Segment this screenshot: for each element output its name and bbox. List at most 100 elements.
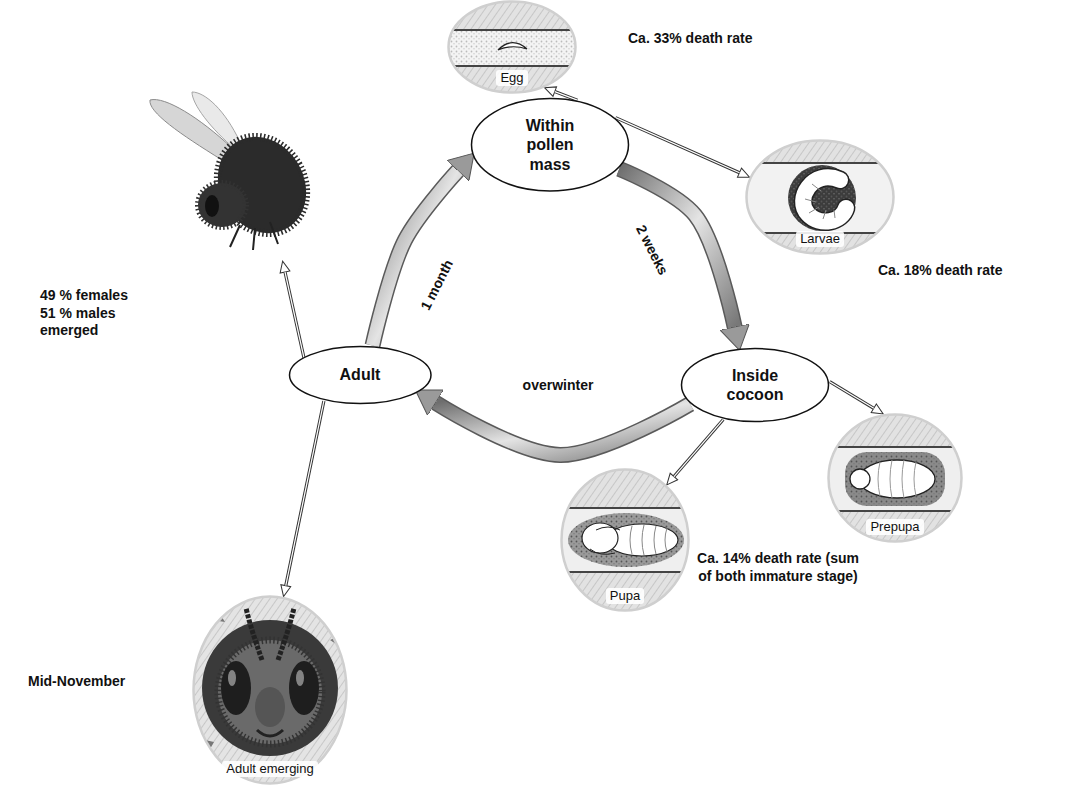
leader-arrow (285, 272, 304, 358)
prepupa-sketch-part (825, 446, 965, 448)
flying-bee-sketch-part (230, 222, 278, 250)
cycle-arrow-outline (373, 171, 458, 346)
duration-label: overwinter (523, 377, 594, 394)
emerging-bee-sketch-part (289, 661, 319, 715)
annotation-note: 49 % females 51 % males emerged (40, 287, 140, 340)
stage-arrow (616, 118, 740, 173)
pupa-sketch-part (558, 466, 693, 616)
flying-bee-sketch-part (198, 183, 246, 227)
larva-sketch-part (788, 165, 856, 231)
stage-arrow-inner (674, 419, 723, 476)
stage-arrow-inner (616, 118, 740, 173)
egg-sketch (440, 0, 590, 100)
vignette-outline (747, 141, 894, 254)
annotation-note: Ca. 18% death rate (878, 262, 1003, 280)
flying-bee-sketch-part (205, 195, 219, 217)
prepupa-sketch (825, 410, 965, 550)
prepupa-sketch-part (825, 410, 965, 550)
cycle-arrow (436, 403, 690, 455)
ellipse-outline (289, 347, 431, 404)
egg-sketch-part (440, 30, 590, 66)
stage-ellipse: Adult (288, 345, 433, 405)
prepupa-sketch-part (845, 452, 945, 506)
pupa-sketch-part (596, 527, 620, 530)
larva-sketch-part (805, 199, 816, 202)
larva-sketch-part (740, 135, 905, 260)
pupa-sketch-part (568, 513, 684, 567)
prepupa-sketch-part (850, 469, 870, 489)
pupa-sketch (558, 466, 693, 616)
emerging-bee-sketch-part (218, 640, 322, 744)
stage-arrow (286, 401, 324, 586)
larva-sketch-part (803, 177, 846, 221)
annotation-note: Mid-November (28, 673, 125, 691)
prepupa-sketch-part (902, 460, 904, 498)
vignette-outline (829, 415, 962, 542)
stage-vignette: Egg (447, 0, 577, 94)
stage-arrow (830, 382, 874, 409)
emerging-bee-sketch-part (296, 670, 304, 686)
emerging-bee-sketch-part (190, 592, 350, 788)
larva-sketch-part (834, 210, 835, 218)
stage-arrow-inner (830, 382, 874, 409)
vignette-outline (192, 595, 348, 785)
pupa-sketch-part (568, 513, 684, 567)
larva-sketch-part (812, 184, 821, 191)
stage-caption: Prepupa (866, 519, 923, 535)
stage-caption: Larvae (796, 231, 844, 247)
stage-caption: Egg (496, 70, 527, 86)
larva-sketch-part (803, 177, 846, 221)
pupa-sketch-part (558, 466, 693, 616)
emerging-bee-sketch-part (190, 592, 350, 788)
emerging-bee-sketch-part (246, 608, 262, 660)
pupa-sketch-part (630, 526, 632, 554)
larva-sketch-part (740, 163, 905, 233)
pupa-sketch-part (558, 508, 693, 572)
emerging-bee-sketch-part (205, 614, 339, 749)
pupa-sketch-part (654, 526, 656, 554)
cycle-arrow (373, 171, 458, 346)
vignette-outline (194, 597, 347, 784)
pupa-sketch-part (642, 525, 644, 555)
prepupa-sketch-part (825, 447, 965, 511)
cycle-arrow-outline (619, 169, 734, 327)
larva-sketch-part (788, 165, 856, 231)
flying-bee-sketch (150, 92, 323, 250)
larva-sketch-part (809, 207, 819, 213)
pupa-sketch-part (558, 507, 693, 509)
stage-vignette: Prepupa (827, 413, 963, 543)
prepupa-sketch-part (845, 452, 945, 506)
prepupa-sketch-part (825, 410, 965, 550)
duration-label: 2 weeks (632, 222, 671, 277)
stage-vignette: Adult emerging (192, 595, 348, 785)
stage-ellipse: Inside cocoon (680, 347, 830, 423)
stage-ellipse: Within pollen mass (470, 97, 630, 192)
egg-sketch-part (440, 30, 590, 66)
emerging-bee-sketch-part (202, 620, 338, 756)
duration-label: 1 month (417, 257, 457, 313)
vignette-outline (562, 470, 689, 611)
emerging-bee-sketch-part (221, 661, 251, 715)
pupa-sketch-part (558, 571, 693, 573)
stage-vignette: Larvae (745, 139, 895, 255)
stage-caption: Pupa (606, 588, 644, 604)
emerging-bee-sketch-part (278, 608, 294, 660)
cycle-arrow-outline (436, 403, 690, 455)
emerging-bee-sketch-part (257, 730, 283, 736)
stage-arrow-inner (286, 401, 324, 586)
vignette-outline (449, 2, 576, 93)
pupa-sketch-part (665, 528, 667, 552)
emerging-bee-sketch-part (255, 687, 285, 727)
emerging-bee-sketch (190, 592, 350, 788)
cycle-arrow (619, 169, 734, 327)
pupa-sketch-part (590, 549, 615, 554)
stage-caption: Adult emerging (222, 761, 317, 777)
stage-vignette: Pupa (560, 468, 690, 612)
ellipse-outline (682, 349, 829, 422)
egg-sketch-part (440, 29, 590, 31)
stage-name: Adult (315, 365, 405, 384)
stage-name: Inside cocoon (719, 366, 791, 404)
larva-sketch-part (740, 135, 905, 260)
leader-arrow-part (285, 272, 304, 358)
